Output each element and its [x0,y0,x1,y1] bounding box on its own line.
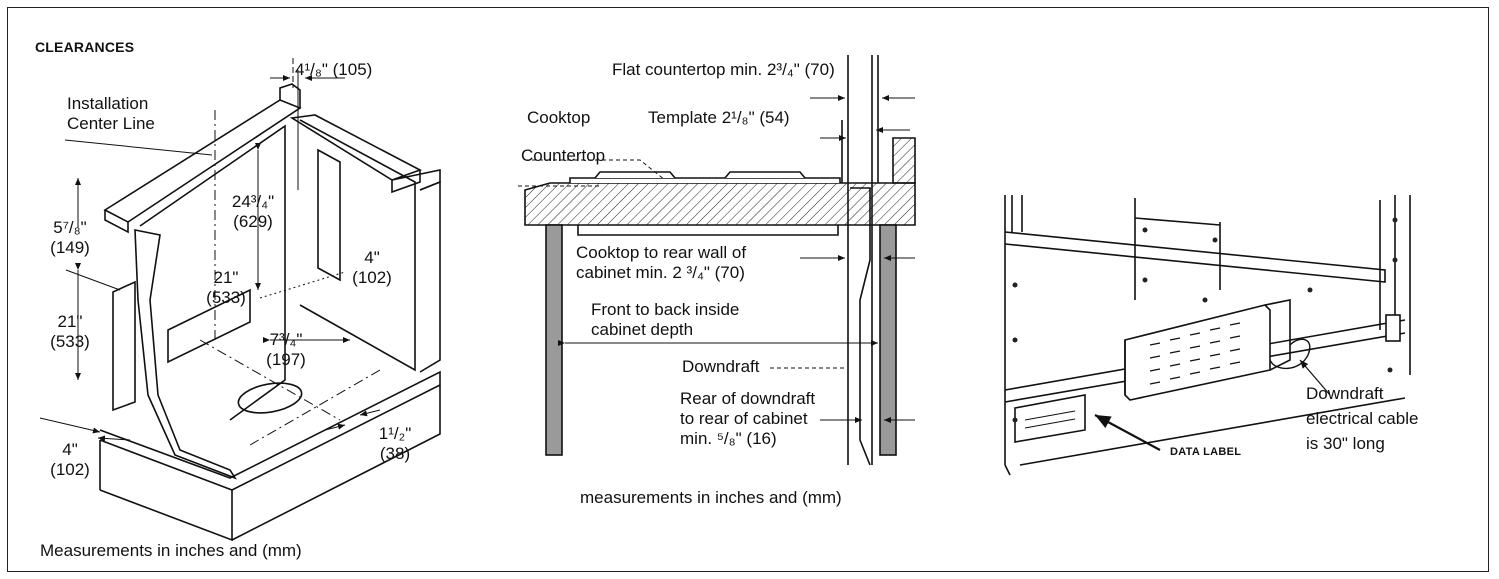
dim-533-inner-b: (533) [206,288,246,307]
rear-downdraft-label-3: min. ⁵/₈" (16) [680,429,777,448]
dim-102-bottom-a: 4" [62,440,78,459]
rear-downdraft-label-1: Rear of downdraft [680,389,816,408]
template-label: Template 2¹/₈" (54) [648,108,790,127]
dim-102-bottom-b: (102) [50,460,90,479]
dim-102-right-b: (102) [352,268,392,287]
dim-533-left-a: 21" [57,312,83,331]
depth-label-1: Front to back inside [591,300,740,319]
dim-38-b: (38) [379,444,411,463]
flat-countertop-label: Flat countertop min. 2³/₄" (70) [612,60,835,79]
left-caption: Measurements in inches and (mm) [40,541,302,560]
cable-label-1: Downdraft [1306,384,1384,403]
dim-629-a: 24³/₄" [231,192,275,211]
rear-wall-label-2: cabinet min. 2 ³/₄" (70) [576,263,745,282]
depth-label-2: cabinet depth [591,320,694,339]
center-line-label-1: Installation [67,94,149,113]
center-line-label-2: Center Line [67,114,155,133]
dim-105-label: 4¹/₈" (105) [295,60,373,79]
dim-197-b: (197) [266,350,306,369]
dim-149-b: (149) [50,238,90,257]
rear-downdraft-label-2: to rear of cabinet [680,409,808,428]
dim-38-a: 1¹/₂" [378,424,412,443]
dim-629-b: (629) [233,212,273,231]
dim-102-right-a: 4" [364,248,380,267]
middle-caption: measurements in inches and (mm) [580,488,842,507]
countertop-label: Countertop [521,146,606,165]
cooktop-label: Cooktop [527,108,591,127]
cable-label-2: electrical cable [1306,409,1419,428]
section-heading: CLEARANCES [35,39,135,55]
dim-197-a: 7³/₄" [269,330,303,349]
dim-149-a: 5⁷/₈" [53,218,87,237]
rear-wall-label-1: Cooktop to rear wall of [576,243,747,262]
cable-label-3: is 30" long [1306,434,1385,453]
data-label-callout: DATA LABEL [1170,446,1242,458]
cabinet-isometric [39,58,441,542]
downdraft-label: Downdraft [682,357,760,376]
product-photo [1004,195,1415,485]
cabinet-section [518,55,916,466]
diagram-frame [7,7,1489,572]
dim-533-inner-a: 21" [213,268,239,287]
dim-533-left-b: (533) [50,332,90,351]
